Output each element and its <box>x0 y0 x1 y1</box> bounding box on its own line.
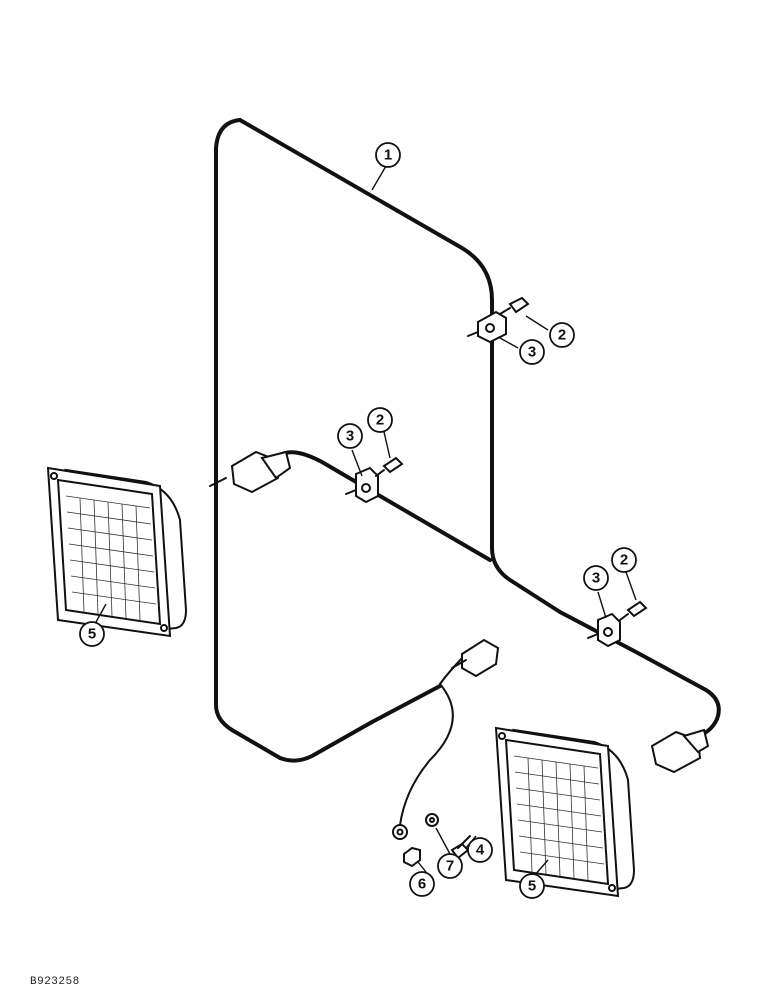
svg-text:3: 3 <box>528 344 536 361</box>
svg-text:2: 2 <box>558 327 566 344</box>
connector-ground <box>451 638 500 678</box>
callout-6: 6 <box>409 871 435 897</box>
bolt-upper <box>499 296 530 315</box>
callout-3-upper: 3 <box>519 339 545 365</box>
clamp-upper <box>467 310 507 344</box>
callout-2-right: 2 <box>611 547 637 573</box>
callout-1: 1 <box>375 142 401 168</box>
callout-2-upper: 2 <box>549 322 575 348</box>
wiring-harness <box>214 118 374 763</box>
svg-text:3: 3 <box>592 570 600 587</box>
svg-text:1: 1 <box>384 147 392 164</box>
svg-text:5: 5 <box>88 626 96 643</box>
svg-text:6: 6 <box>418 876 426 893</box>
ring-terminal <box>392 824 408 840</box>
callout-2-middle: 2 <box>367 407 393 433</box>
svg-text:2: 2 <box>376 412 384 429</box>
washer-7 <box>425 813 439 827</box>
harness-lower-run <box>370 684 442 724</box>
callout-4: 4 <box>467 837 493 863</box>
svg-text:4: 4 <box>476 842 485 859</box>
work-lamp-right <box>494 726 636 898</box>
callout-7: 7 <box>437 853 463 879</box>
callout-3-middle: 3 <box>337 423 363 449</box>
svg-text:2: 2 <box>620 552 628 569</box>
svg-text:5: 5 <box>528 878 536 895</box>
clamp-middle <box>345 466 379 504</box>
svg-text:7: 7 <box>446 858 454 875</box>
connector-right <box>650 728 710 774</box>
svg-text:3: 3 <box>346 428 354 445</box>
reference-code: B923258 <box>30 976 80 988</box>
bolt-right <box>619 600 648 621</box>
nut-6 <box>403 846 421 868</box>
callout-5-left: 5 <box>79 621 105 647</box>
callout-3-right: 3 <box>583 565 609 591</box>
ground-wire <box>399 649 471 826</box>
work-lamp-left <box>46 466 188 638</box>
bolt-middle <box>375 456 404 477</box>
harness-branch-right <box>558 610 721 740</box>
connector-left <box>209 450 292 494</box>
callout-5-right: 5 <box>519 873 545 899</box>
clamp-right <box>587 612 621 648</box>
harness-top-run <box>238 118 562 614</box>
